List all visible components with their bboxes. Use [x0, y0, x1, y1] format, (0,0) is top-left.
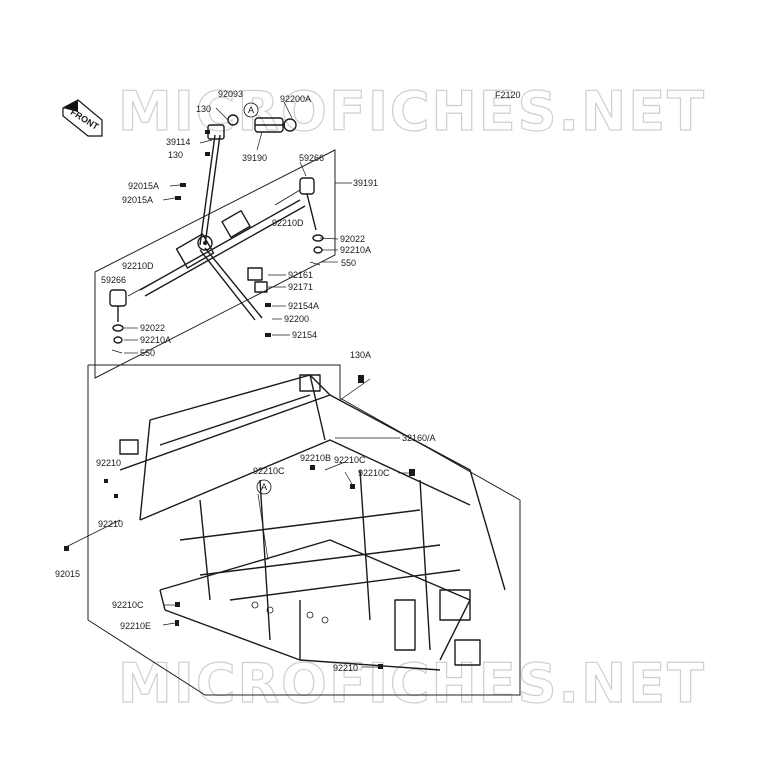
label-39114: 39114: [166, 137, 190, 147]
svg-text:A: A: [261, 482, 267, 492]
label-550-1: 550: [341, 258, 356, 268]
callout-a-top: A: [243, 102, 259, 118]
label-550-2: 550: [140, 348, 155, 358]
label-92210-3: 92210: [333, 663, 358, 673]
label-92022-1: 92022: [340, 234, 365, 244]
label-92210E: 92210E: [120, 621, 151, 631]
label-92210D-2: 92210D: [122, 261, 154, 271]
front-arrow-icon: FRONT: [62, 99, 103, 137]
label-59266-top: 59266: [299, 153, 324, 163]
label-92093: 92093: [218, 89, 243, 99]
steering-group-frame: [94, 149, 336, 379]
label-92210C-4: 92210C: [112, 600, 144, 610]
frame-bolts: [63, 375, 415, 669]
label-92210B: 92210B: [300, 453, 331, 463]
label-92210C-2: 92210C: [334, 455, 366, 465]
svg-text:A: A: [248, 105, 254, 115]
label-92210D-1: 92210D: [272, 218, 304, 228]
label-92210-2: 92210: [98, 519, 123, 529]
label-92154A: 92154A: [288, 301, 319, 311]
label-39190: 39190: [242, 153, 267, 163]
watermark-bottom: MICROFICHES.NET: [118, 652, 706, 715]
watermark-top: MICROFICHES.NET: [118, 80, 706, 143]
label-39191: 39191: [353, 178, 378, 188]
label-92015A-2: 92015A: [122, 195, 153, 205]
label-59266-left: 59266: [101, 275, 126, 285]
label-92200A: 92200A: [280, 94, 311, 104]
chassis-frame: [119, 374, 506, 671]
label-92210C-1: 92210C: [253, 466, 285, 476]
label-92200: 92200: [284, 314, 309, 324]
label-92015A-1: 92015A: [128, 181, 159, 191]
label-92210-1: 92210: [96, 458, 121, 468]
label-130A: 130A: [350, 350, 371, 360]
label-92154: 92154: [292, 330, 317, 340]
tie-rod-end-left: [109, 283, 151, 322]
label-92171: 92171: [288, 282, 313, 292]
steering-rack: [139, 199, 306, 321]
frame-group-border: [87, 364, 521, 696]
label-92161: 92161: [288, 270, 313, 280]
label-130-mid: 130: [168, 150, 183, 160]
label-92022-2: 92022: [140, 323, 165, 333]
leader-lines: [124, 101, 409, 668]
label-32160A: 32160/A: [402, 433, 436, 443]
label-92015: 92015: [55, 569, 80, 579]
label-92210A-1: 92210A: [340, 245, 371, 255]
label-130-top: 130: [196, 104, 211, 114]
figure-code: F2120: [495, 90, 521, 100]
callout-a-frame: A: [256, 479, 272, 495]
tie-rod-end-right: [274, 177, 317, 231]
label-92210C-3: 92210C: [358, 468, 390, 478]
label-92210A-2: 92210A: [140, 335, 171, 345]
